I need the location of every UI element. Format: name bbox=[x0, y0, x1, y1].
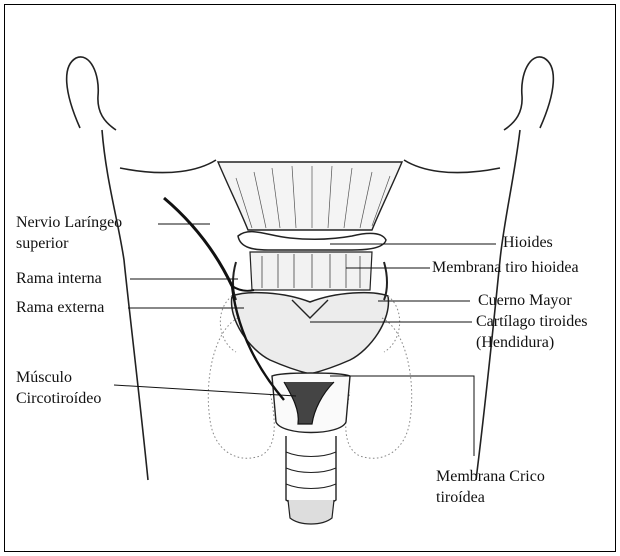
label-membrana-tiro-hioidea: Membrana tiro hioidea bbox=[432, 257, 579, 278]
superior-laryngeal-nerve bbox=[164, 198, 232, 286]
label-musculo-circotiroideo: Músculo Circotiroídeo bbox=[16, 367, 101, 409]
thyrohyoid-membrane bbox=[250, 252, 372, 290]
hyoid-bone bbox=[238, 232, 386, 250]
right-ear bbox=[504, 57, 553, 130]
label-rama-externa: Rama externa bbox=[16, 297, 104, 318]
label-rama-interna: Rama interna bbox=[16, 268, 102, 289]
label-cartilago-tiroides: Cartílago tiroides (Hendidura) bbox=[476, 311, 588, 353]
trachea-base bbox=[288, 500, 334, 524]
label-nervio-laringeo-superior: Nervio Laríngeo superior bbox=[16, 212, 122, 254]
nerve-internal-branch bbox=[232, 286, 254, 291]
leader-musculo bbox=[114, 385, 296, 396]
thyroid-cartilage bbox=[232, 293, 389, 374]
leader-membrana-crico-tiroidea bbox=[330, 376, 474, 456]
left-ear bbox=[67, 57, 116, 130]
neck-left-outline bbox=[102, 130, 148, 480]
label-hioides: Hioides bbox=[503, 232, 553, 253]
label-membrana-crico-tiroidea: Membrana Crico tiroídea bbox=[436, 466, 545, 508]
label-cuerno-mayor: Cuerno Mayor bbox=[478, 290, 572, 311]
